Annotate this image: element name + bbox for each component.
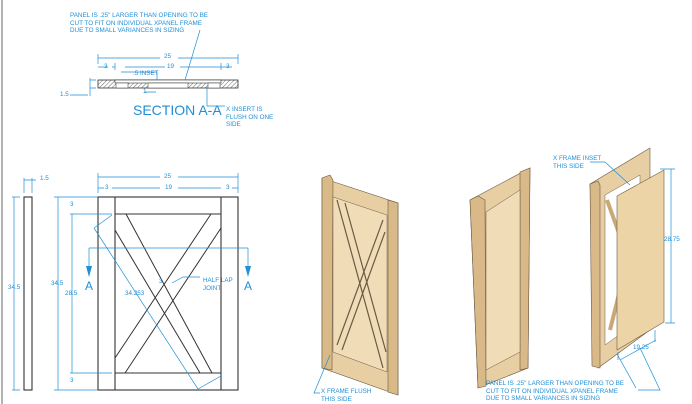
note-line: X FRAME INSET [553,155,602,162]
note-line: PANEL IS .25" LARGER THAN OPENING TO BE [486,380,625,387]
rail-top-dim: 3 [70,201,74,208]
note-line: CUT TO FIT ON INDIVIDUAL XPANEL FRAME [486,387,618,395]
section-insert-note: X INSERT IS FLUSH ON ONE SIDE [226,106,273,129]
iso-door-exploded [589,147,675,391]
note-line: FLUSH ON ONE [226,113,274,121]
front-dim-mid: 19 [165,184,173,191]
note-line: HALF LAP [203,277,233,284]
iso-door-flush [313,174,399,396]
section-dim-overall: 25 [164,53,172,60]
note-line: THIS SIDE [553,162,584,170]
panel-width-dim: 19.25 [633,344,649,351]
section-dim-mid: 19 [167,63,175,70]
note-line: THIS SIDE [321,395,352,403]
side-height-dim: 34.5 [8,284,21,291]
front-view-drawing [12,173,251,391]
note-line: PANEL IS .25" LARGER THAN OPENING TO BE [70,12,209,19]
note-line: JOINT [203,284,222,292]
note-line: CUT TO FIT ON INDIVIDUAL XPANEL FRAME [70,19,202,27]
section-dim-inset: .5 INSET [133,70,159,77]
rail-bottom-dim: 3 [70,377,74,384]
section-a-a-drawing [70,29,239,107]
section-dim-thickness: 1.5 [60,91,69,98]
front-height-inner: 28.5 [65,290,78,297]
front-dim-left: 3 [105,184,109,191]
section-title: SECTION A-A [133,102,222,118]
note-line: X FRAME FLUSH [321,388,372,395]
flush-note: X FRAME FLUSH THIS SIDE [321,388,371,403]
note-line: SIDE [226,121,241,128]
front-dim-right: 3 [226,184,230,191]
diagonal-dim: 34.253 [125,290,145,297]
section-dim-right: 3 [226,63,230,70]
brace-width-dim: 3 [159,278,163,285]
note-line: DUE TO SMALL VARIANCES IN SIZING [70,27,185,34]
note-line: X INSERT IS [226,106,263,113]
iso-panel-note: PANEL IS .25" LARGER THAN OPENING TO BE … [486,380,624,403]
iso-door-back [469,167,531,389]
inset-note: X FRAME INSET THIS SIDE [553,155,601,170]
section-mark-left: A [85,279,94,293]
section-dim-one: 1 [143,88,147,95]
front-height-overall: 34.5 [51,280,64,287]
side-thickness-dim: 1.5 [40,175,49,182]
section-dim-left: 3 [104,63,108,70]
front-dim-overall: 25 [164,173,172,180]
section-panel-note: PANEL IS .25" LARGER THAN OPENING TO BE … [70,12,208,35]
half-lap-note: HALF LAP JOINT [203,277,233,292]
note-line: DUE TO SMALL VARIANCES IN SIZING [486,395,601,402]
panel-height-dim: 28.75 [664,236,680,243]
section-mark-right: A [244,279,253,293]
